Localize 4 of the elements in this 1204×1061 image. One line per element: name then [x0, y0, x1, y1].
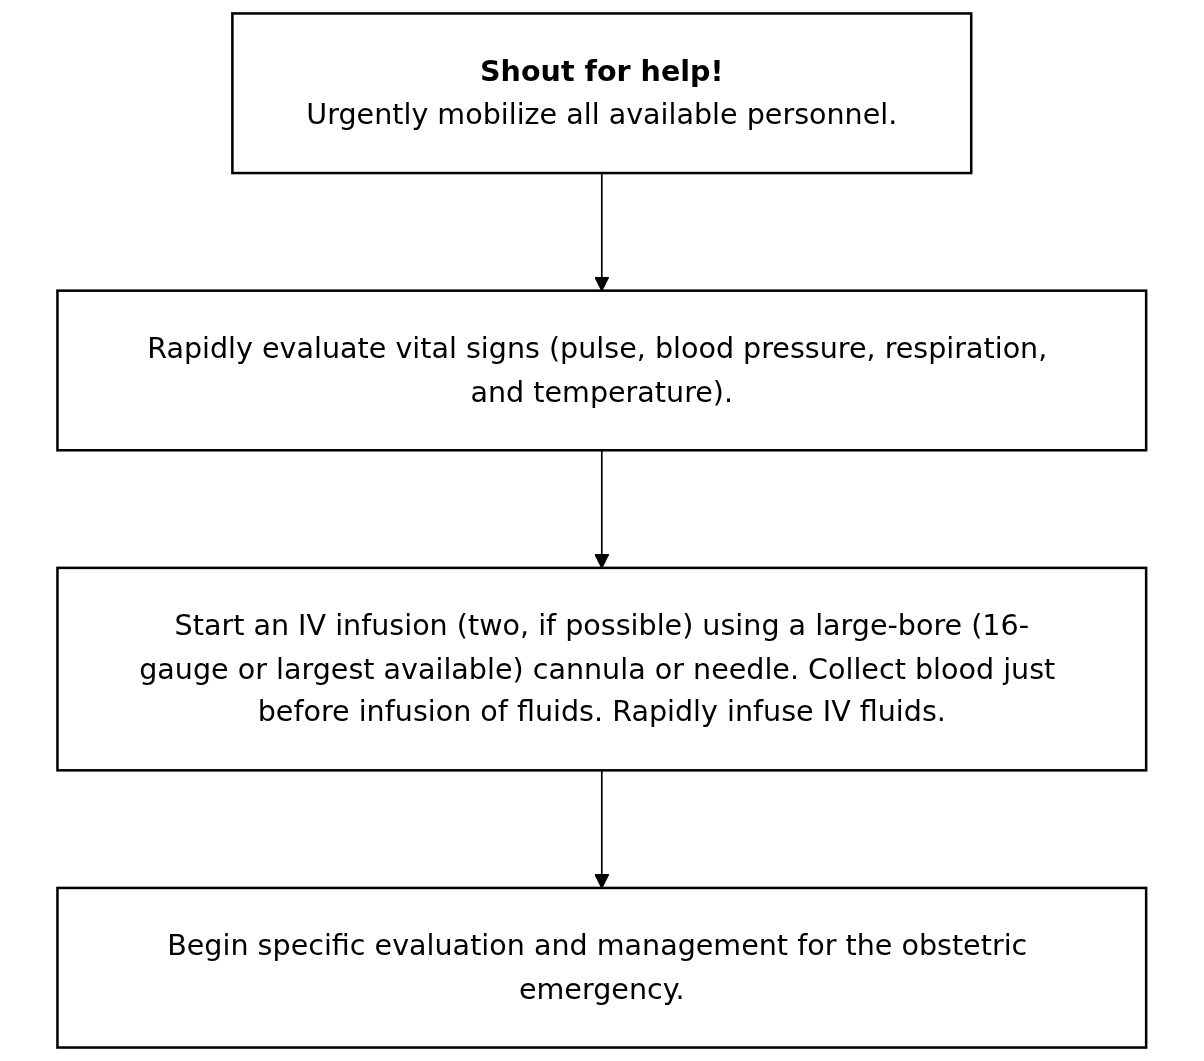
node-box: Start an IV infusion (two, if possible) using a large-bore (16-gauge or largest available) cannula or needle. Collect blood just before infusion of fluids. Rapidly infuse IV fluids. [56, 566, 1148, 772]
node-box: Rapidly evaluate vital signs (pulse, blood pressure, respiration, and temperature). [56, 289, 1148, 452]
node-box: Begin specific evaluation and management for the obstetric emergency. [56, 886, 1148, 1049]
node-box: Shout for help! Urgently mobilize all available personnel. [231, 12, 973, 175]
